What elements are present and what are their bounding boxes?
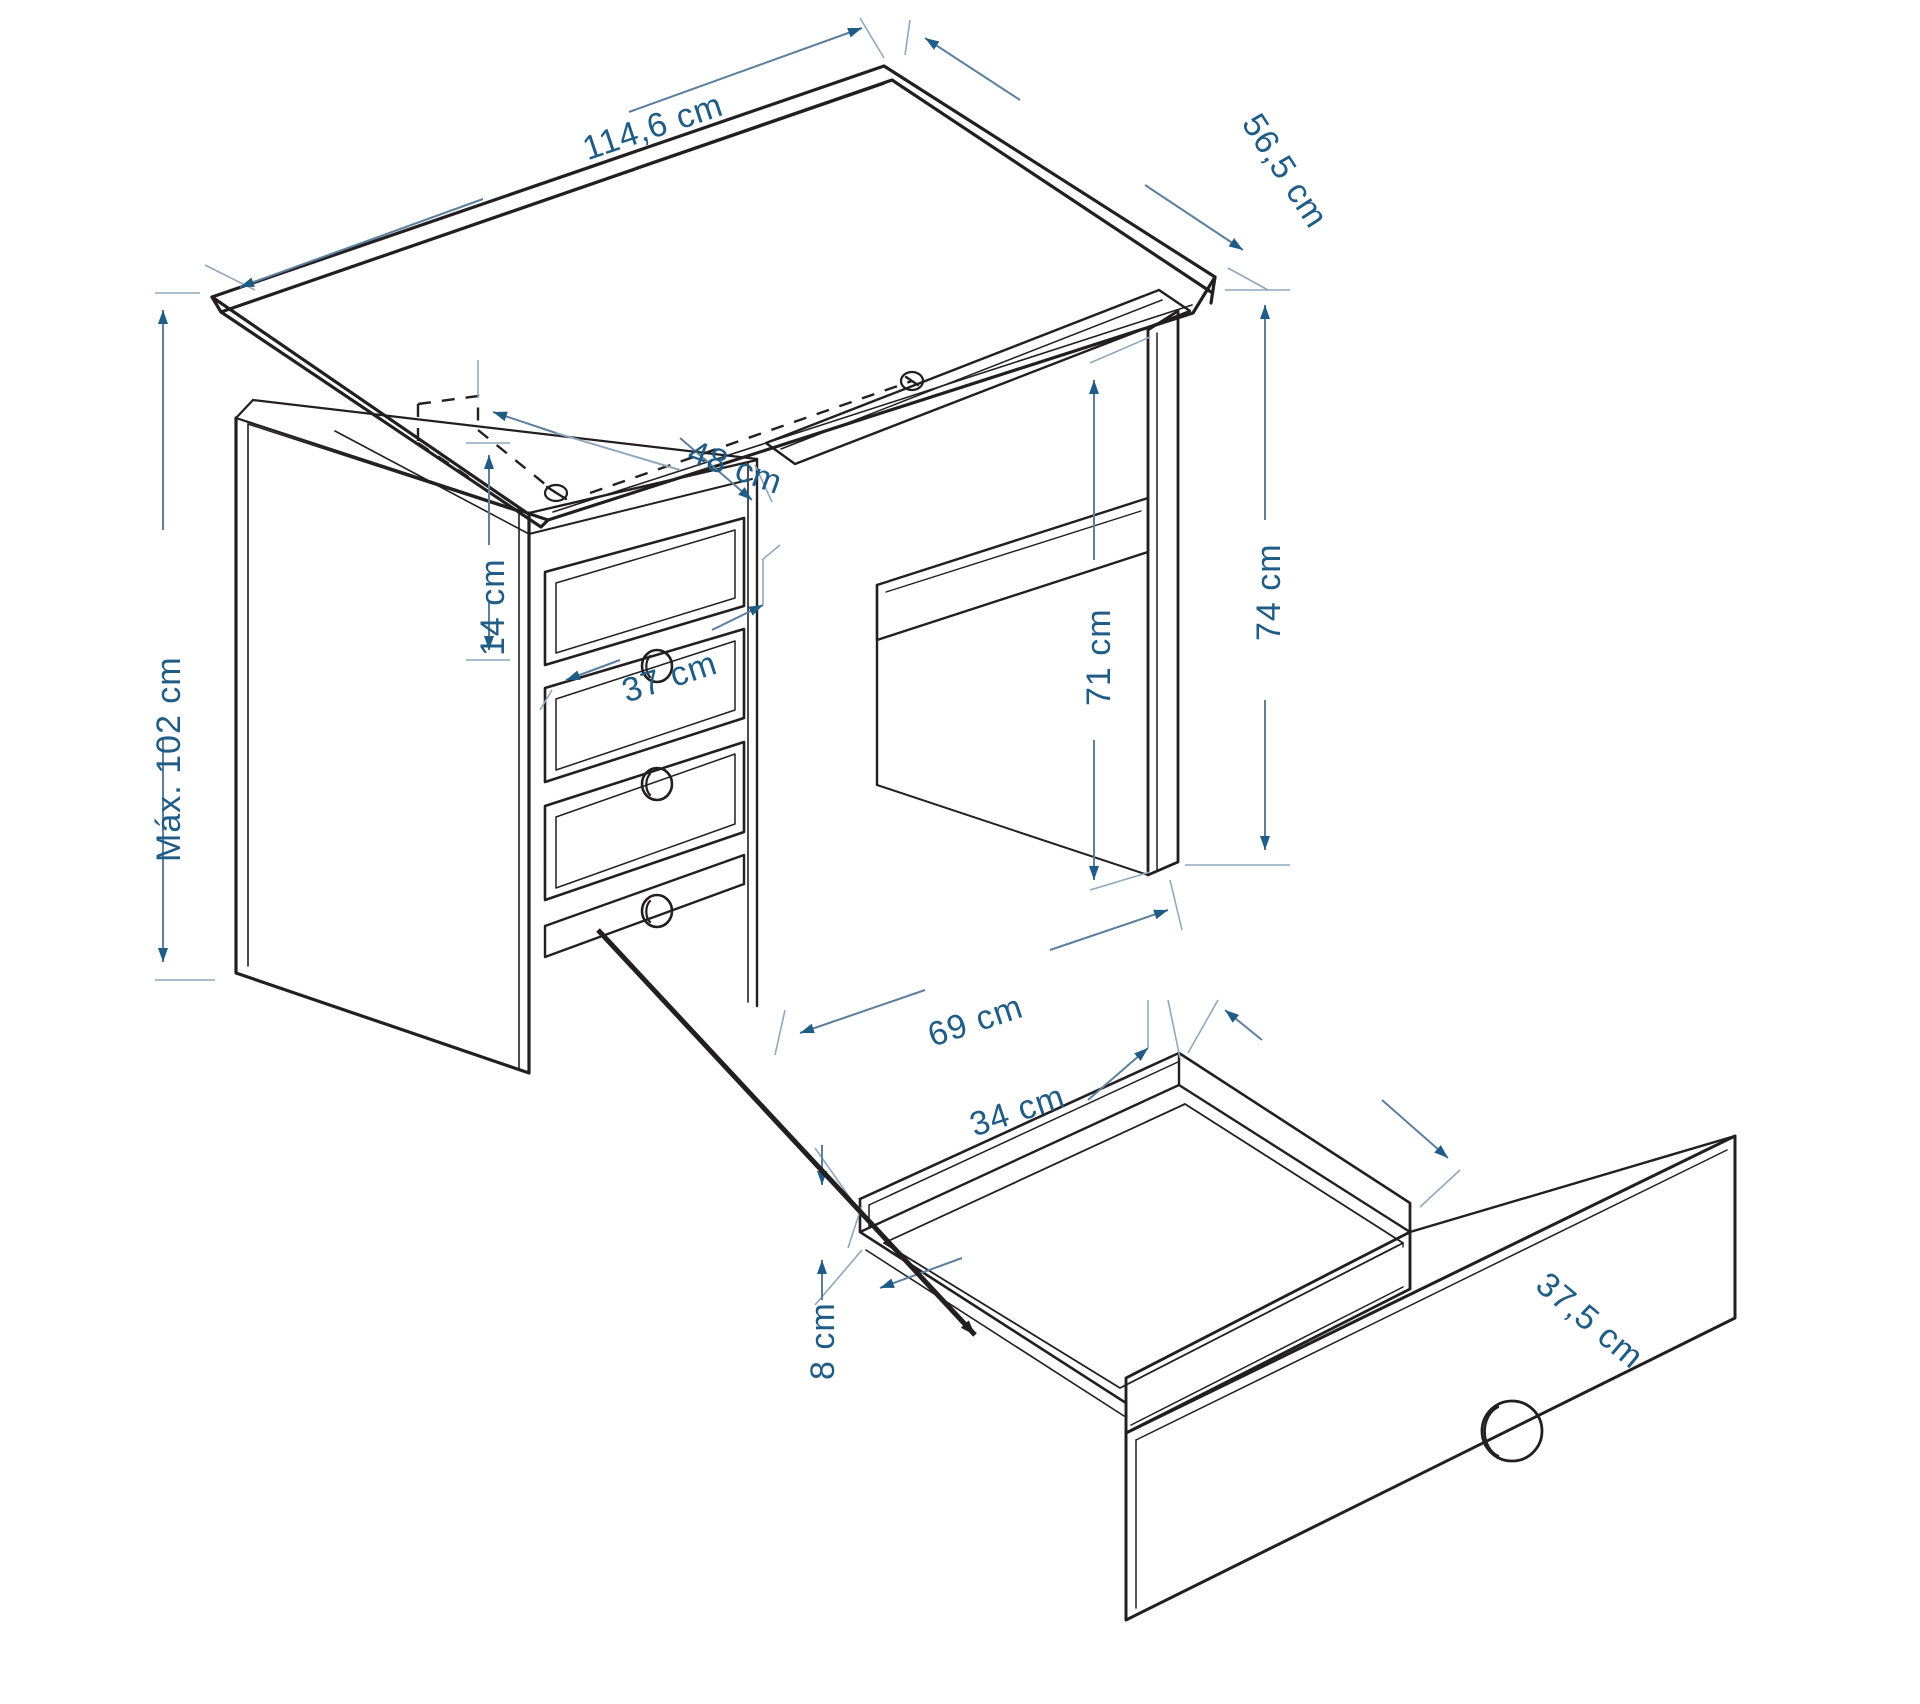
dim-label-drawer-height: 8 cm	[804, 1302, 842, 1380]
desk-left-side-panel	[234, 416, 531, 1075]
drawer-knob-top	[640, 648, 674, 684]
desk-geometry	[210, 64, 1737, 1622]
desk-carcass-top	[234, 398, 759, 1008]
drawer-top	[543, 516, 746, 667]
hinge-rail	[543, 288, 1192, 503]
dim-label-desk-height: 74 cm	[1250, 543, 1288, 641]
dim-label-inner-height: 71 cm	[1080, 608, 1118, 706]
drawer-removal-arrow	[596, 928, 977, 1337]
detached-drawer	[858, 1051, 1737, 1622]
detached-drawer-knob	[1480, 1399, 1544, 1463]
desk-back-panel	[875, 496, 1150, 876]
desk-right-leg-panel	[1146, 309, 1180, 877]
drawer-middle	[543, 627, 746, 784]
drawer-knob-bottom	[640, 893, 674, 929]
drawer-kick-rail	[543, 853, 746, 959]
dimension-lines	[155, 17, 1461, 1306]
drawer-knob-middle	[640, 766, 674, 802]
drawer-bottom	[543, 740, 746, 902]
dim-label-gap-height: 14 cm	[474, 558, 512, 656]
dim-label-max-height: Máx. 102 cm	[150, 656, 188, 862]
